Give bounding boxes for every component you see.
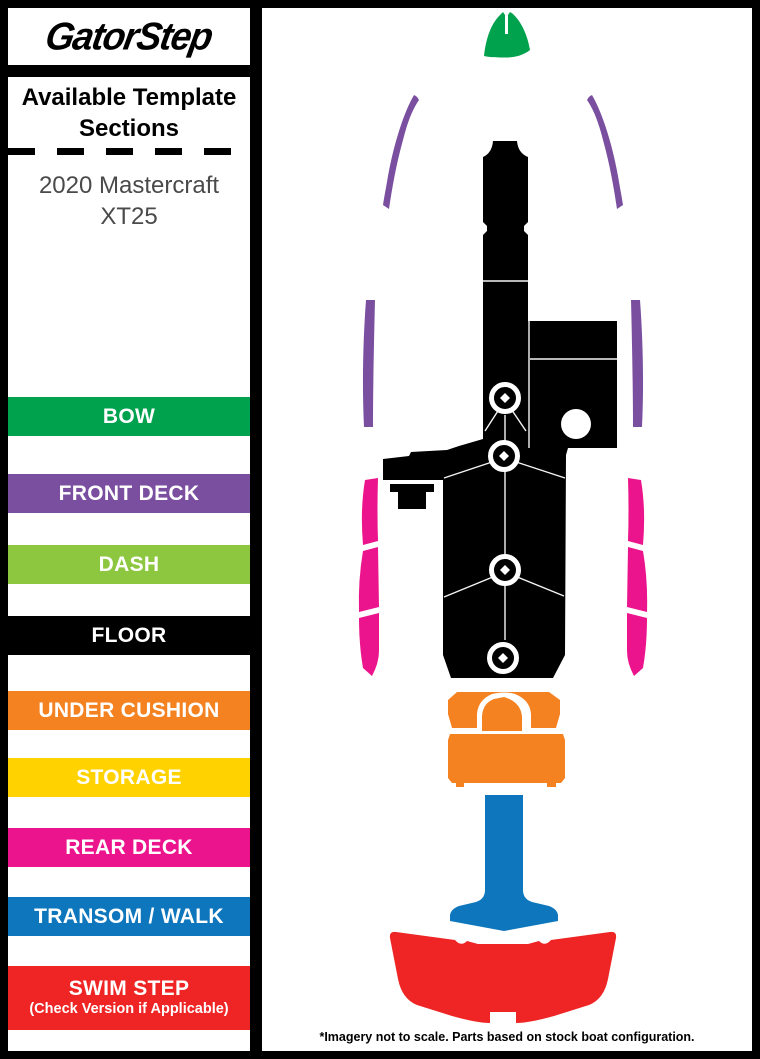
swim-step-piece [389,931,617,1023]
brand-logo-text: GatorStep [42,14,216,58]
pedestal-fittings [487,382,521,674]
model-name-line1: 2020 Mastercraft [38,172,220,199]
floor-hole [561,409,591,439]
legend-item-bow: BOW [8,397,250,436]
boat-diagram-panel: *Imagery not to scale. Parts based on st… [250,8,752,1051]
legend-item-under-cushion: UNDER CUSHION [8,691,250,730]
brand-logo: GatorStep [8,8,250,65]
legend-item-front-deck: FRONT DECK [8,474,250,513]
legend-item-floor: FLOOR [8,616,250,655]
legend-label-dash: DASH [98,552,160,576]
page-title-line2: Sections [78,115,180,142]
legend-label-front-deck: FRONT DECK [58,481,200,505]
dashed-separator [8,148,250,155]
under-cushion-dome [482,697,522,731]
divider [8,65,250,77]
legend-sublabel-swim-step: (Check Version if Applicable) [29,1001,229,1017]
pedestal-fitting [487,642,519,674]
model-name: 2020 Mastercraft XT25 [8,170,250,232]
pedestal-fitting [489,554,521,586]
legend-label-under-cushion: UNDER CUSHION [38,698,220,722]
under-cushion-bottom [448,734,565,787]
page-title-line1: Available Template [21,84,237,111]
legend-item-rear-deck: REAR DECK [8,828,250,867]
rear-deck-pieces [358,478,648,676]
front-deck-strip-mid-right [631,300,644,427]
pedestal-fitting [488,440,520,472]
legend-label-swim-step: SWIM STEP [68,977,190,1000]
front-deck-strip-mid-left [362,300,375,427]
legend-label-floor: FLOOR [91,623,167,647]
legend-label-transom-walk: TRANSOM / WALK [34,904,224,928]
under-cushion-pieces [448,692,565,787]
bow-piece [484,12,530,58]
model-name-line2: XT25 [100,203,158,230]
page-title: Available Template Sections [8,82,250,144]
legend-item-dash: DASH [8,545,250,584]
boat-diagram [358,12,648,1023]
legend-item-storage: STORAGE [8,758,250,797]
front-deck-strip-upper-right [587,95,623,209]
legend-label-rear-deck: REAR DECK [65,835,193,859]
legend-item-transom-walk: TRANSOM / WALK [8,897,250,936]
legend-item-swim-step: SWIM STEP (Check Version if Applicable) [8,966,250,1030]
transom-walk-piece [450,795,558,931]
floor-pieces [383,141,617,678]
floor-left-tab [390,484,434,509]
sidebar: GatorStep Available Template Sections 20… [8,8,250,1051]
legend-label-bow: BOW [102,404,156,428]
legend-label-storage: STORAGE [76,765,182,789]
front-deck-pieces [362,95,644,427]
pedestal-fitting [489,382,521,414]
footnote: *Imagery not to scale. Parts based on st… [319,1030,695,1044]
front-deck-strip-upper-left [383,95,419,209]
under-cushion-top [448,692,560,728]
